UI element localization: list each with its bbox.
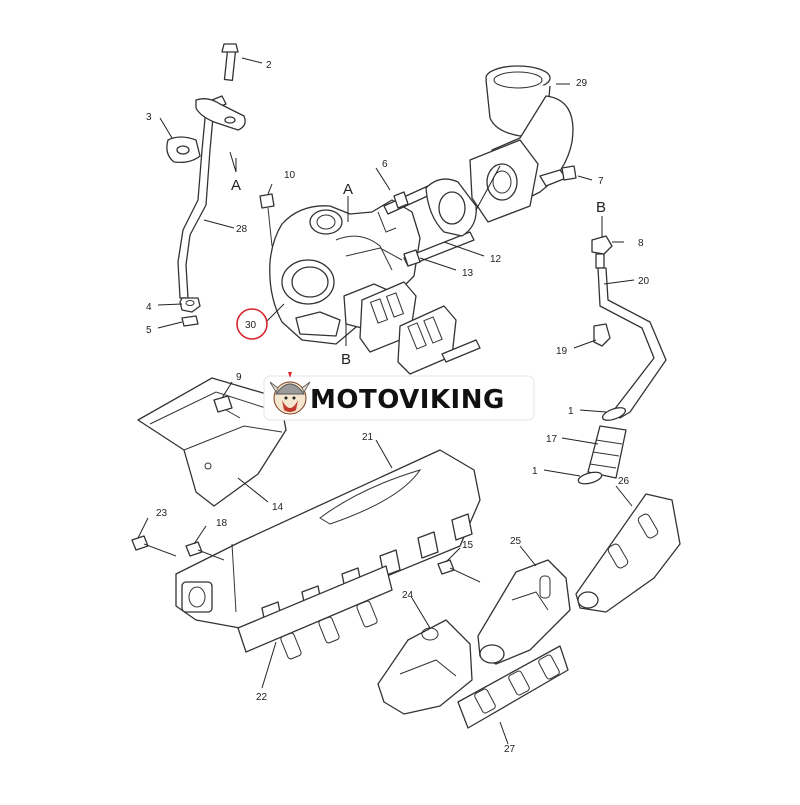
highlight-part-30[interactable]: 30	[236, 308, 268, 340]
letter-a-turbo: A	[343, 181, 353, 198]
oil-supply-line	[166, 43, 246, 299]
callout-27: 27	[504, 744, 516, 755]
bolt-part-15	[437, 559, 481, 583]
hose-part-17	[587, 425, 627, 479]
callout-13: 13	[462, 268, 474, 279]
manifold-gasket-left	[237, 565, 393, 660]
highlight-ring	[236, 308, 268, 340]
watermark-banner: MOTOVIKING	[263, 372, 535, 421]
letter-b-turbo: B	[341, 351, 351, 368]
callout-19: 19	[556, 346, 568, 357]
callout-6: 6	[382, 159, 388, 170]
callout-22: 22	[256, 692, 268, 703]
callout-26: 26	[618, 476, 630, 487]
stud-part-13	[403, 231, 475, 267]
washer-part-5	[181, 315, 199, 327]
callout-labels: 2 3 28 4 5 10 6 12 13 29 7 8 20 19 1 17 …	[146, 60, 650, 755]
manifold-section-26	[575, 493, 681, 613]
callout-8: 8	[638, 238, 644, 249]
watermark-brand-text: MOTOVIKING	[310, 385, 505, 415]
assembly-letters: A A B B	[231, 177, 606, 368]
clamp-part-1-upper	[601, 407, 627, 421]
reference-lines	[229, 151, 603, 346]
bolt-part-18	[185, 541, 225, 561]
fitting-part-8	[591, 235, 613, 269]
exhaust-elbow	[469, 65, 574, 223]
callout-25: 25	[510, 536, 522, 547]
callout-28: 28	[236, 224, 248, 235]
callout-4: 4	[146, 302, 152, 313]
bolt-part-23	[131, 535, 177, 557]
manifold-section-25	[477, 559, 571, 665]
nut-part-4	[179, 297, 201, 313]
callout-23: 23	[156, 508, 168, 519]
callout-1-lower: 1	[532, 466, 538, 477]
leader-lines	[137, 57, 635, 745]
bolt-part-10	[259, 193, 275, 247]
callout-12: 12	[490, 254, 502, 265]
bolt-part-9	[213, 395, 241, 419]
letter-b-right: B	[596, 199, 606, 216]
stud-part-11	[441, 339, 481, 363]
heat-shield	[137, 377, 287, 507]
callout-21: 21	[362, 432, 374, 443]
callout-24: 24	[402, 590, 414, 601]
callout-3: 3	[146, 112, 152, 123]
manifold-gasket-right	[457, 645, 569, 729]
callout-20: 20	[638, 276, 650, 287]
callout-15: 15	[462, 540, 474, 551]
callout-14: 14	[272, 502, 284, 513]
callout-29: 29	[576, 78, 588, 89]
clamp-part-7	[561, 165, 577, 181]
callout-1-upper: 1	[568, 406, 574, 417]
viking-mascot-icon	[269, 372, 311, 415]
callout-18: 18	[216, 518, 228, 529]
manifold-section-24	[377, 619, 473, 715]
callout-9: 9	[236, 372, 242, 383]
callout-10: 10	[284, 170, 296, 181]
letter-a-left: A	[231, 177, 241, 194]
callout-7: 7	[598, 176, 604, 187]
callout-17: 17	[546, 434, 558, 445]
callout-5: 5	[146, 325, 152, 336]
callout-30: 30	[245, 320, 257, 331]
clamp-part-1-lower	[577, 471, 603, 485]
callout-2: 2	[266, 60, 272, 71]
drain-line	[593, 267, 667, 419]
gasket-part-12	[425, 178, 477, 237]
